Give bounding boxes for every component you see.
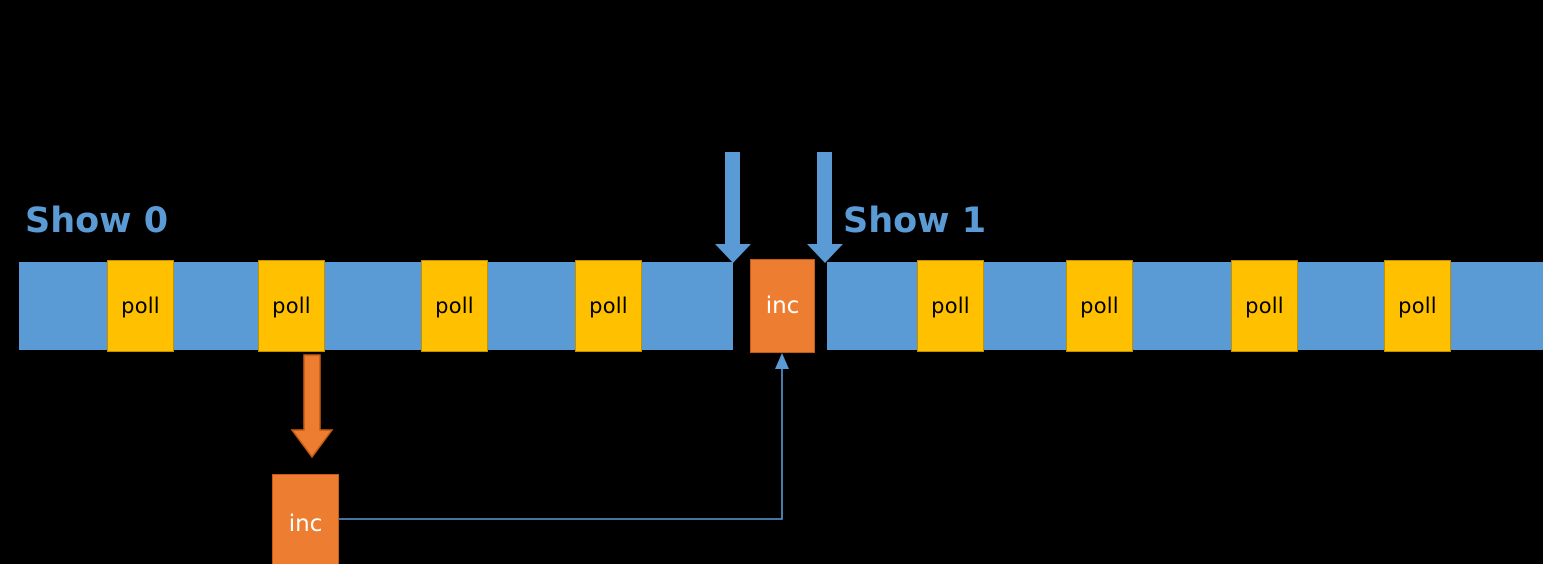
inc-connector-line [339,362,783,520]
poll-cell[interactable]: poll [1066,260,1133,352]
poll-cell[interactable]: poll [258,260,325,352]
poll-cell[interactable]: poll [421,260,488,352]
poll-cell[interactable]: poll [917,260,984,352]
caption-show-1: Show 1 [843,201,987,241]
blue-down-arrow-right-icon [807,152,843,263]
inc-cell-detached[interactable]: inc [272,474,339,564]
poll-cell[interactable]: poll [1384,260,1451,352]
poll-cell[interactable]: poll [575,260,642,352]
caption-show-0: Show 0 [25,201,169,241]
inc-connector-arrowhead-icon [775,353,789,369]
blue-down-arrow-left-icon [715,152,751,263]
inc-cell-timeline[interactable]: inc [750,259,815,353]
orange-down-arrow-icon [290,354,334,459]
poll-cell[interactable]: poll [107,260,174,352]
poll-cell[interactable]: poll [1231,260,1298,352]
